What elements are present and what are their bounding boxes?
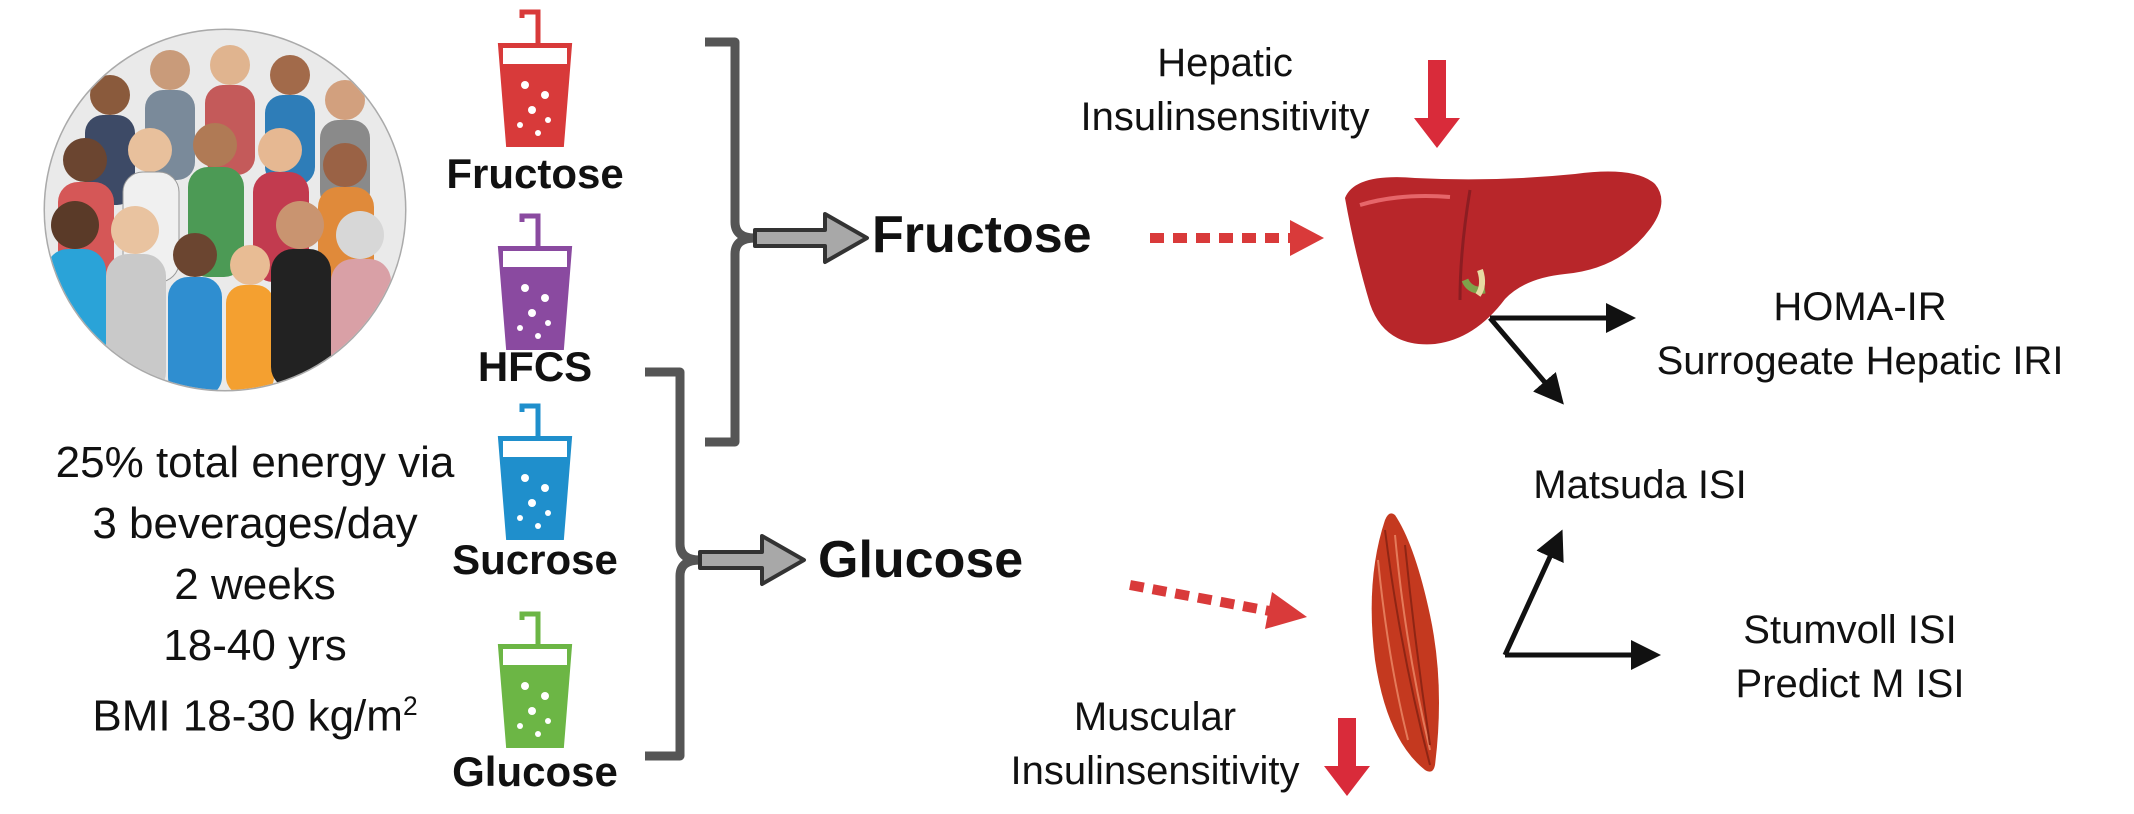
hepatic-line2: Insulinsensitivity	[1080, 95, 1370, 139]
study-energy: 25% total energy via	[55, 438, 455, 487]
muscle-icon	[1371, 513, 1439, 772]
liver-icon	[1345, 171, 1662, 345]
glucose-bracket-arrow-icon	[698, 534, 806, 586]
study-age: 18-40 yrs	[163, 621, 347, 670]
hepatic-down-arrow-icon	[1414, 60, 1460, 148]
glass-sucrose-icon	[497, 403, 573, 540]
study-duration: 2 weeks	[174, 560, 336, 609]
predict-m-isi-label: Predict M ISI	[1735, 662, 1965, 706]
liver-to-homa-arrow-icon	[1488, 303, 1636, 405]
study-bmi-exponent: 2	[402, 691, 418, 721]
fructose-bracket-arrow-icon	[753, 212, 869, 264]
muscle-indices-label: Stumvoll ISI Predict M ISI	[1690, 603, 2010, 711]
muscular-line2: Insulinsensitivity	[1010, 749, 1300, 793]
muscle-to-stumvoll-arrow-icon	[1502, 529, 1661, 670]
study-beverages: 3 beverages/day	[92, 499, 418, 548]
glass-hfcs-icon	[497, 213, 573, 350]
glass-fructose-icon	[497, 9, 573, 147]
beverage-label-hfcs: HFCS	[477, 343, 593, 390]
crowd-illustration	[43, 28, 407, 392]
muscular-label: Muscular Insulinsensitivity	[975, 690, 1335, 798]
beverage-label-sucrose: Sucrose	[452, 536, 618, 583]
muscular-line1: Muscular	[1073, 695, 1237, 739]
study-bmi: BMI 18-30 kg/m2	[20, 676, 490, 747]
hepatic-line1: Hepatic	[1157, 41, 1293, 85]
beverage-label-glucose: Glucose	[452, 748, 618, 795]
surrogate-hepatic-iri-label: Surrogeate Hepatic IRI	[1656, 339, 2064, 383]
glass-glucose-icon	[497, 611, 573, 748]
study-bmi-text: BMI 18-30 kg/m	[92, 691, 403, 741]
homa-ir-label: HOMA-IR	[1773, 285, 1947, 329]
sugar-glucose-label: Glucose	[818, 531, 1024, 589]
matsuda-isi-label: Matsuda ISI	[1533, 463, 1747, 507]
fructose-to-liver-arrow-icon	[1150, 220, 1324, 256]
stumvoll-isi-label: Stumvoll ISI	[1743, 608, 1957, 652]
glucose-to-muscle-arrow-icon	[1129, 580, 1307, 629]
muscular-down-arrow-icon	[1324, 718, 1370, 796]
hepatic-label: Hepatic Insulinsensitivity	[1045, 36, 1405, 144]
liver-indices-label: HOMA-IR Surrogeate Hepatic IRI	[1630, 280, 2090, 388]
sugar-fructose-label: Fructose	[872, 206, 1092, 264]
fructose-bracket	[705, 37, 760, 447]
beverage-label-fructose: Fructose	[446, 150, 624, 197]
